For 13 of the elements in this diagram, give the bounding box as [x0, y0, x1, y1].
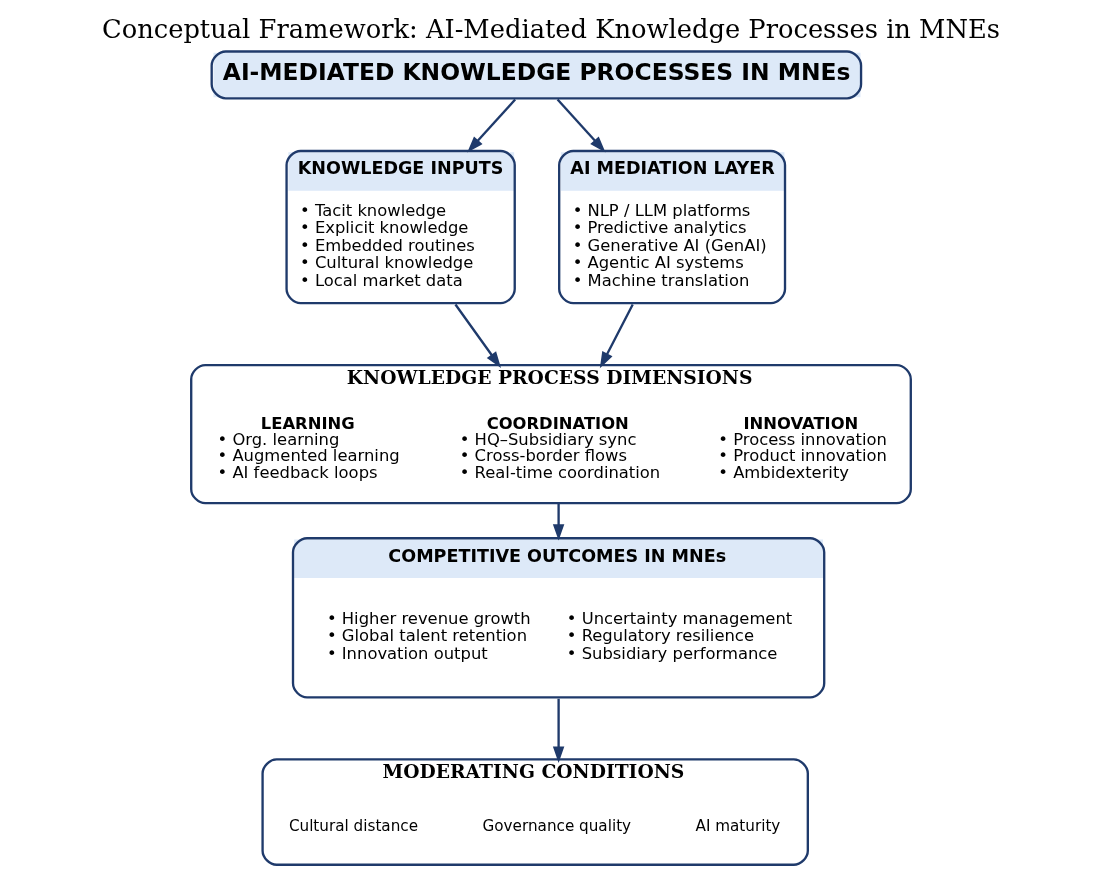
arrow	[467, 98, 517, 153]
diagram-title: Conceptual Framework: AI-Mediated Knowledge Processes in MNEs	[101, 14, 1001, 45]
arrow	[552, 698, 565, 763]
node-text: COORDINATION • HQ–Subsidiary sync • Cross-border flows • Real-time coordination	[459, 413, 661, 482]
arrow	[454, 303, 502, 368]
node-text: INNOVATION • Process innovation • Product innovation • Ambidexterity	[718, 413, 887, 482]
node-text: LEARNING • Org. learning • Augmented learning • AI feedback loops	[217, 413, 400, 482]
arrow	[599, 304, 634, 369]
arrow	[552, 503, 565, 541]
node-text: Cultural distance	[288, 817, 419, 836]
node-text: Governance quality	[482, 817, 632, 836]
node-text: AI maturity	[695, 817, 781, 836]
arrow	[556, 98, 606, 153]
